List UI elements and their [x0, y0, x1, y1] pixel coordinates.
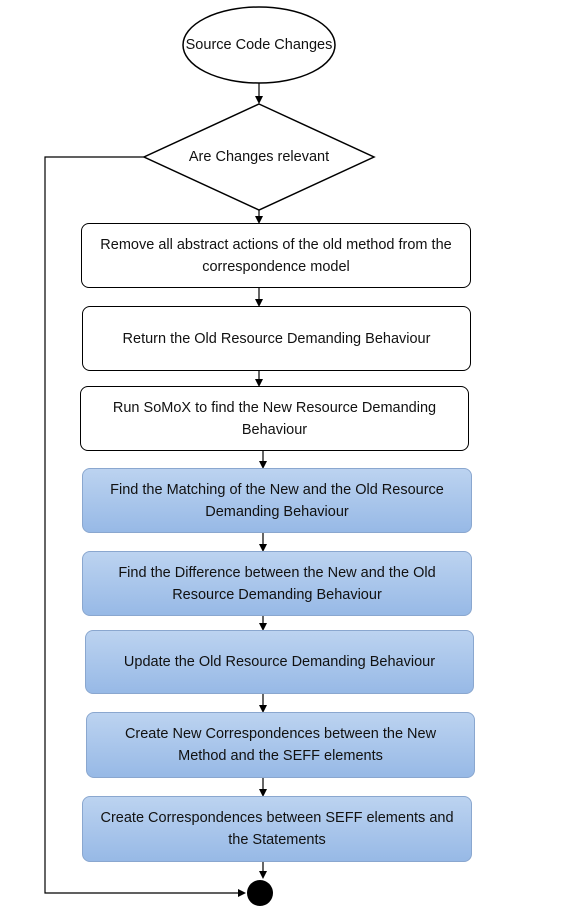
step-remove-abstract-actions: Remove all abstract actions of the old m… [81, 223, 471, 288]
step-find-matching: Find the Matching of the New and the Old… [82, 468, 472, 533]
end-node [247, 880, 273, 906]
step-return-old-behaviour: Return the Old Resource Demanding Behavi… [82, 306, 471, 371]
decision-node-label: Are Changes relevant [188, 149, 330, 165]
step-create-correspondences-statements: Create Correspondences between SEFF elem… [82, 796, 472, 862]
step-update-old-behaviour: Update the Old Resource Demanding Behavi… [85, 630, 474, 694]
step-find-difference: Find the Difference between the New and … [82, 551, 472, 616]
bypass-connector [44, 156, 246, 897]
step-run-somox: Run SoMoX to find the New Resource Deman… [80, 386, 469, 451]
step-create-new-correspondences: Create New Correspondences between the N… [86, 712, 475, 778]
start-node-label: Source Code Changes [185, 37, 333, 53]
